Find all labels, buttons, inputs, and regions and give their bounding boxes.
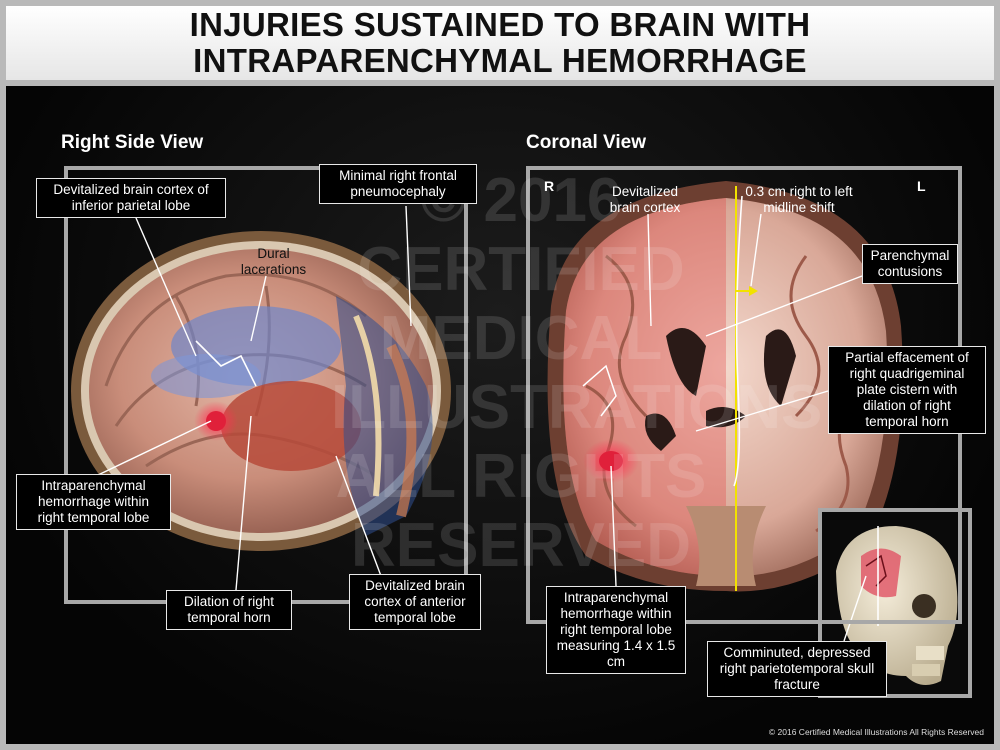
brain-coronal <box>563 198 888 577</box>
illustration-art <box>71 181 968 698</box>
orientation-right-label: R <box>544 178 555 194</box>
orientation-left-label: L <box>917 178 926 194</box>
title-line-1: INJURIES SUSTAINED TO BRAIN WITH <box>189 6 811 43</box>
label-pneumocephaly: Minimal right frontal pneumocephaly <box>319 164 477 204</box>
illustration-canvas: Right Side View Coronal View © 2016 CERT… <box>6 86 994 744</box>
label-devitalized-parietal: Devitalized brain cortex of inferior par… <box>36 178 226 218</box>
title-line-2: INTRAPARENCHYMAL HEMORRHAGE <box>193 42 807 79</box>
brainstem-coronal <box>686 506 766 586</box>
label-dilation-horn: Dilation of right temporal horn <box>166 590 292 630</box>
title-bar: INJURIES SUSTAINED TO BRAIN WITH INTRAPA… <box>6 6 994 80</box>
left-lateral-ventricle <box>763 329 796 406</box>
side-view-brain-art <box>71 231 451 551</box>
label-dural-lacerations: Dural lacerations <box>240 246 307 277</box>
leader-lines <box>95 205 867 642</box>
label-skull-fracture: Comminuted, depressed right parietotempo… <box>707 641 887 697</box>
temporal-lobe-side <box>221 381 361 471</box>
copyright-notice: © 2016 Certified Medical Illustrations A… <box>768 727 984 737</box>
midline-shift-arrow <box>749 286 758 296</box>
right-temporal-horn <box>645 413 676 451</box>
skull-inset-panel <box>818 508 972 698</box>
teeth-lower <box>912 664 940 676</box>
label-parenchymal-contusions: Parenchymal contusions <box>862 244 958 284</box>
label-devitalized-cortex: Devitalized brain cortex <box>609 184 681 215</box>
side-view-panel <box>64 166 468 604</box>
teeth-upper <box>916 646 944 660</box>
label-hemorrhage-side: Intraparenchymal hemorrhage within right… <box>16 474 171 530</box>
label-devitalized-anterior: Devitalized brain cortex of anterior tem… <box>349 574 481 630</box>
label-midline-shift: 0.3 cm right to left midline shift <box>745 184 853 215</box>
label-partial-effacement: Partial effacement of right quadrigemina… <box>828 346 986 434</box>
right-lateral-ventricle <box>666 328 706 396</box>
fracture-site <box>861 548 901 598</box>
coronal-view-title: Coronal View <box>526 132 647 153</box>
eye-socket <box>912 594 936 618</box>
falx-cerebri <box>733 195 743 487</box>
label-hemorrhage-coronal: Intraparenchymal hemorrhage within right… <box>546 586 686 674</box>
side-view-title: Right Side View <box>61 132 204 153</box>
coronal-view-brain-art <box>547 181 903 592</box>
